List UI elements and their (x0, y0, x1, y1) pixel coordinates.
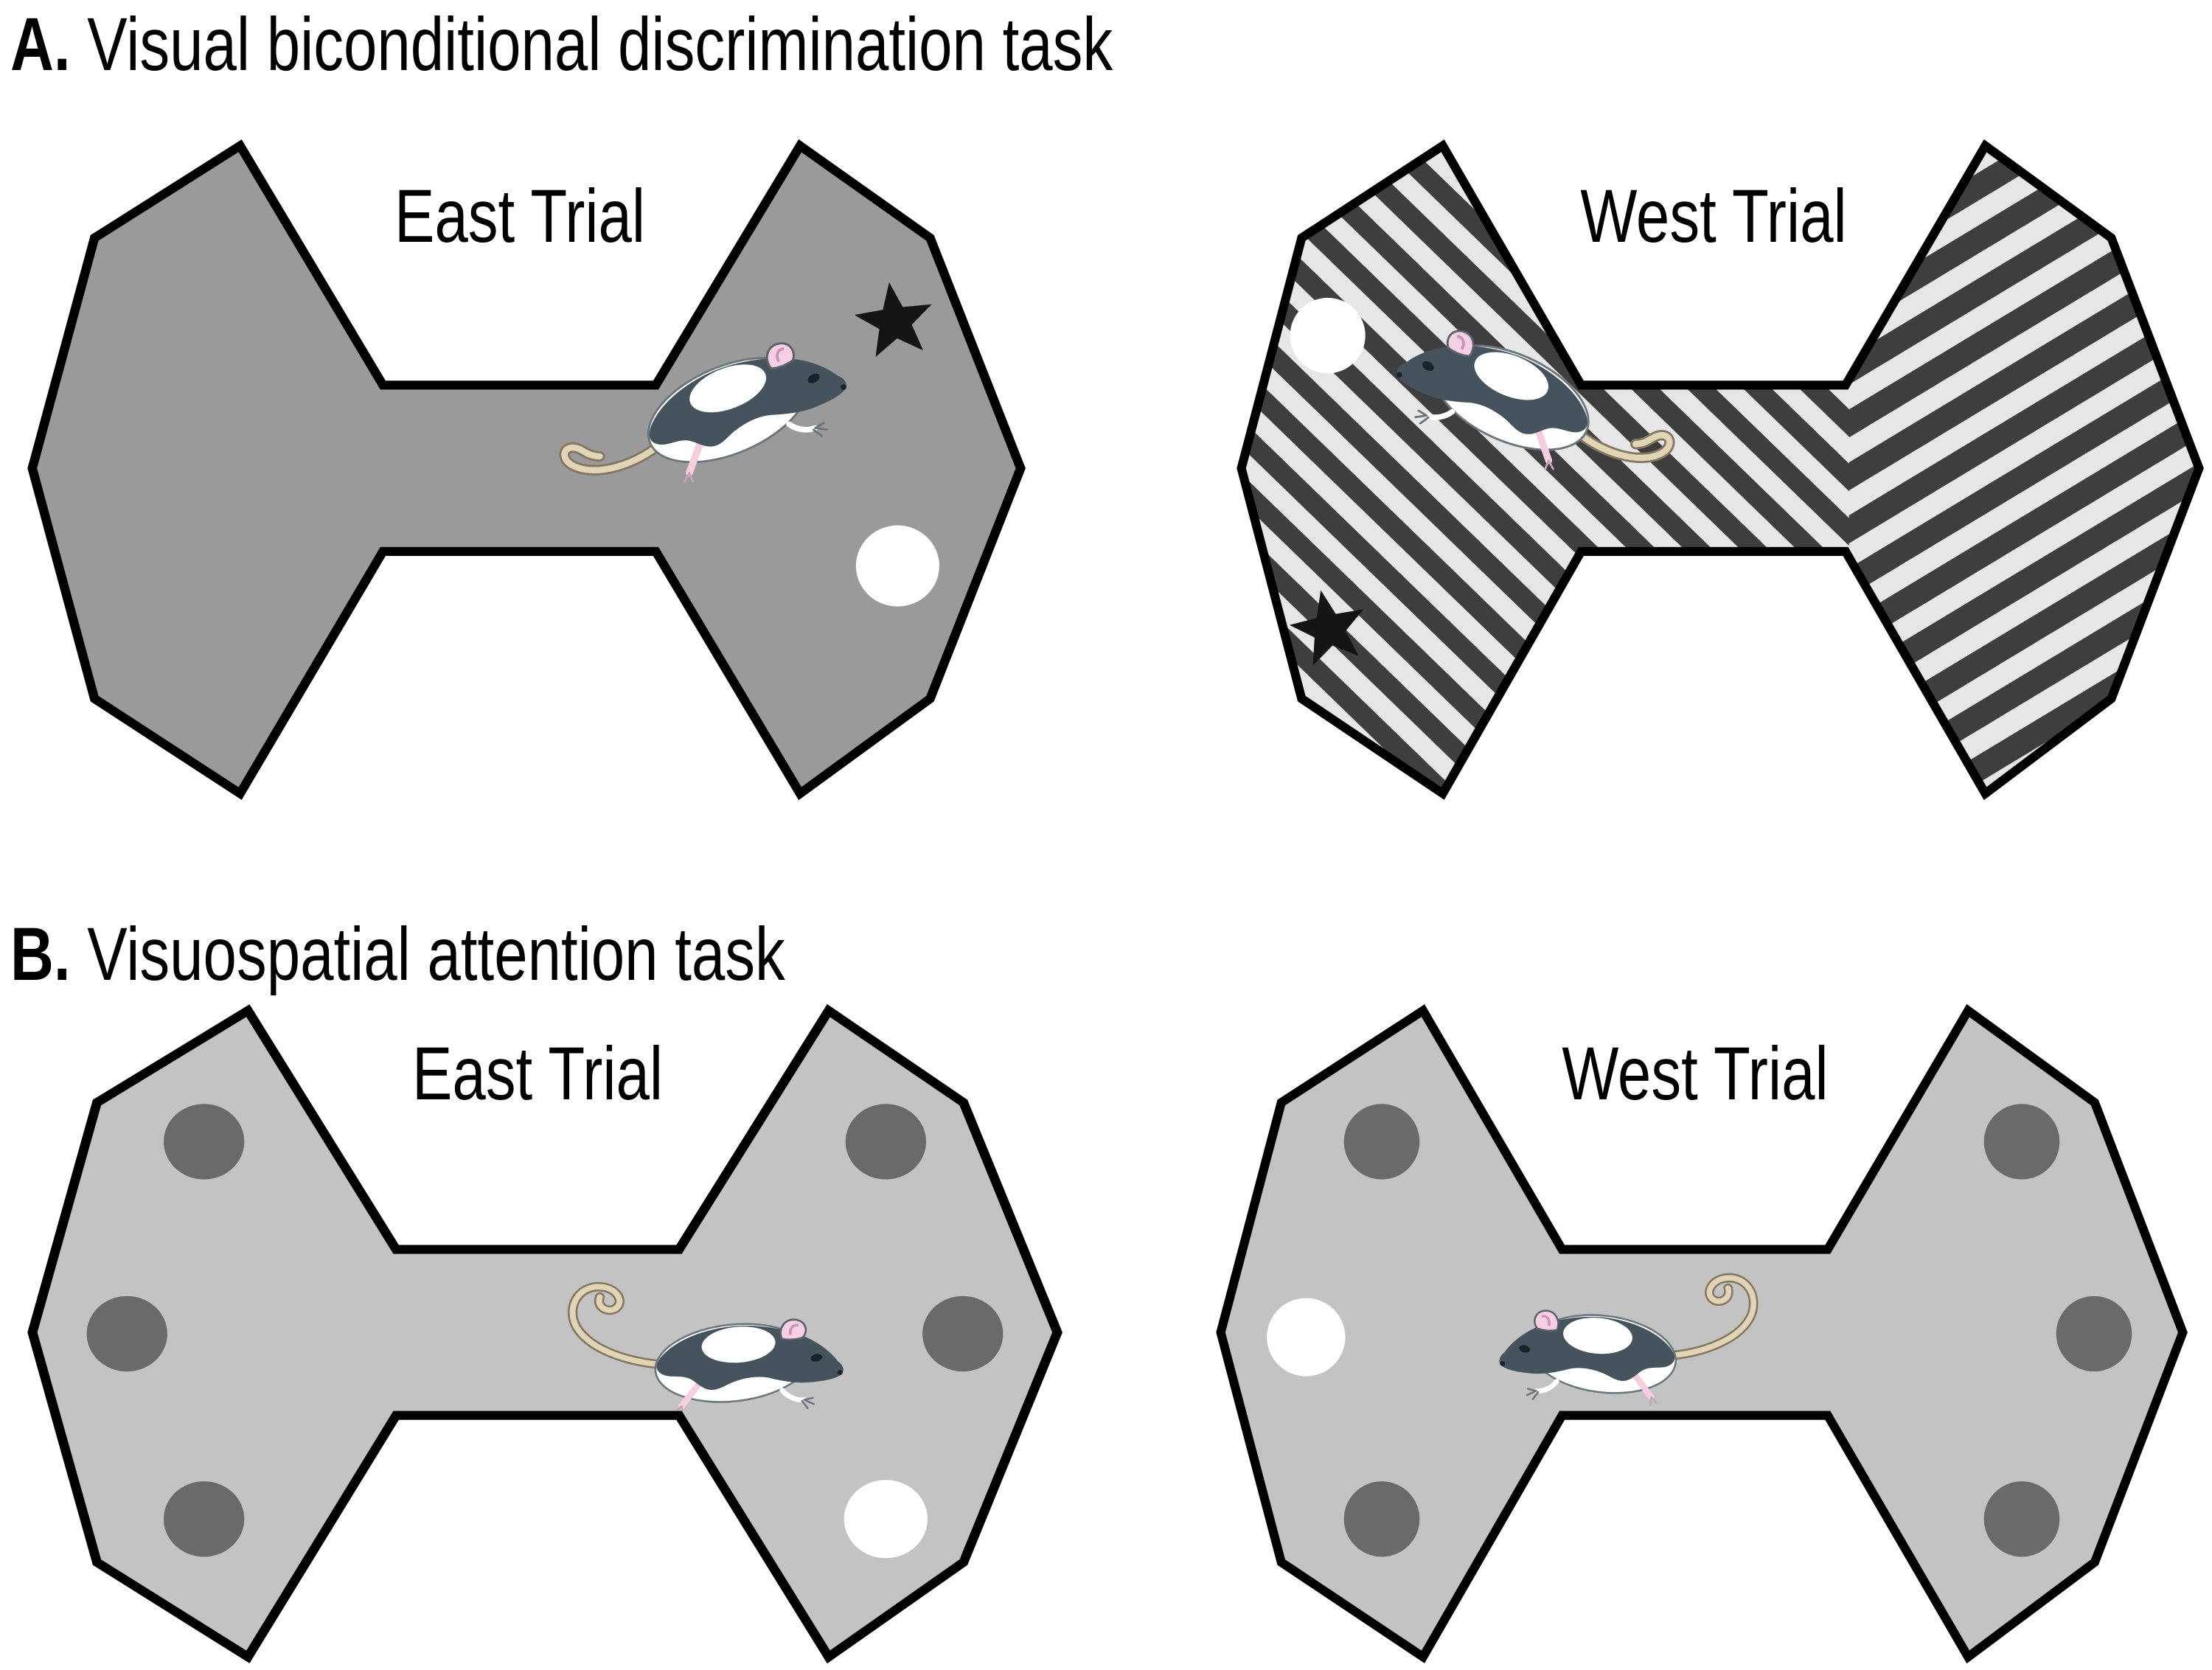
cue-circle-white (1290, 297, 1366, 374)
arena-b-east-svg (27, 1003, 1062, 1664)
cue-circle-dark (1983, 1481, 2060, 1557)
arena-b-west-svg (1216, 1003, 2188, 1664)
rat-back-blaze (701, 1326, 776, 1363)
rat-tail-high (1657, 1273, 1759, 1361)
rat-hind-foot (678, 1380, 703, 1410)
rat-back-blaze (689, 364, 767, 413)
cue-circle-dark (86, 1295, 167, 1372)
rat-facing-west (1397, 330, 1675, 470)
arena-floor (32, 1010, 1058, 1657)
cue-layer (854, 282, 939, 607)
rat-layer (1499, 1273, 1759, 1407)
panel-a-title-text: Visual biconditional discrimination task (87, 2, 1113, 86)
rat-ear (1446, 330, 1475, 358)
rat-nose (837, 1370, 843, 1375)
rat-front-paw (779, 1388, 807, 1403)
cue-circle-dark (1983, 1104, 2060, 1180)
cue-star-dark (1289, 590, 1364, 666)
rat-eye (1519, 1345, 1531, 1353)
rat-hind-foot (685, 439, 704, 477)
arena-wall-outline (1237, 139, 2204, 801)
rat-layer (559, 342, 846, 483)
rat-ear (765, 342, 795, 370)
panel-b-title: B. Visuospatial attention task (10, 913, 979, 995)
trial-label-west: West Trial (1562, 1031, 1829, 1116)
cue-circle-dark (1343, 1481, 1420, 1557)
trial-label-east: East Trial (412, 1031, 664, 1116)
cue-circle-white (844, 1480, 928, 1559)
rat-eye (810, 1354, 823, 1362)
rat-front-paw (1424, 408, 1455, 420)
rat-nose (1500, 1361, 1506, 1366)
rat-hood (1397, 346, 1587, 434)
rat-facing-east (559, 342, 846, 483)
rat-tail-low (559, 434, 671, 476)
rat-tail-low (1566, 422, 1675, 463)
cue-layer (1289, 297, 1366, 666)
rat-nose (841, 384, 846, 390)
cue-circle-white (1267, 1298, 1346, 1377)
rat-front-paw (1534, 1378, 1559, 1394)
cue-circle-dark (2056, 1295, 2132, 1372)
cue-circle-dark (163, 1104, 245, 1180)
cue-circle-white (855, 525, 939, 607)
arena-floor (1220, 1010, 2183, 1657)
cue-layer (86, 1104, 1004, 1559)
arena-b-west-trial: West Trial (1216, 1003, 2188, 1664)
cue-circle-dark (845, 1104, 927, 1180)
cue-circle-dark (1343, 1104, 1420, 1180)
rat-back-blaze (1563, 1318, 1632, 1354)
rat-hind-foot (1534, 427, 1553, 465)
arena-floor (32, 145, 1021, 794)
cue-circle-dark (922, 1295, 1004, 1372)
arena-wall-outline (1216, 1003, 2188, 1664)
cue-layer (1267, 1104, 2132, 1557)
rat-front-paw (786, 421, 818, 433)
arena-a-west-trial: West Trial (1237, 139, 2204, 801)
rat-eye (807, 373, 820, 383)
rat-facing-east (568, 1281, 844, 1416)
trial-label-east: East Trial (394, 174, 645, 258)
rat-facing-west (1499, 1273, 1759, 1407)
panel-a-letter: A. (10, 2, 71, 86)
rat-tail-high (568, 1281, 675, 1370)
trial-label-west: West Trial (1580, 174, 1847, 258)
panel-a-title: A. Visual biconditional discrimination t… (10, 3, 1388, 86)
panel-b-letter: B. (10, 912, 71, 996)
rat-hood (649, 358, 846, 447)
rat-nose (1397, 372, 1402, 378)
arena-a-west-svg (1237, 139, 2204, 801)
rat-ear (1534, 1309, 1559, 1332)
arena-wall-outline (27, 139, 1026, 801)
rat-layer (1397, 330, 1675, 470)
rat-hind-foot (1631, 1371, 1655, 1401)
cue-circle-dark (163, 1481, 245, 1557)
arena-wall-outline (27, 1003, 1062, 1664)
rat-layer (568, 1281, 844, 1416)
arena-b-east-trial: East Trial (27, 1003, 1062, 1664)
rat-eye (1422, 361, 1434, 372)
arena-a-east-trial: East Trial (27, 139, 1026, 801)
arena-floor-striped-right (1848, 145, 2199, 794)
rat-back-blaze (1474, 352, 1549, 400)
panel-b-title-text: Visuospatial attention task (87, 912, 785, 996)
rat-ear (779, 1318, 807, 1341)
arena-a-east-svg (27, 139, 1026, 801)
cue-star-dark (854, 282, 932, 358)
